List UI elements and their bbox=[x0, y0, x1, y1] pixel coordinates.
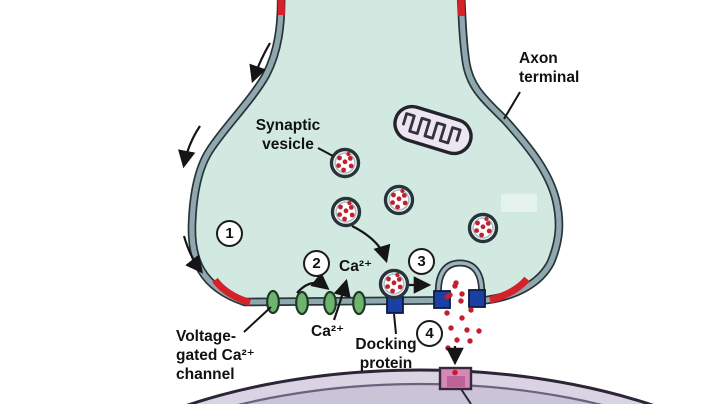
synaptic-vesicle-icon bbox=[330, 196, 362, 228]
ca-channel-row bbox=[266, 289, 366, 316]
action-potential-arrow-icon bbox=[182, 235, 204, 274]
docking-protein-icon bbox=[386, 296, 404, 314]
voltage-gated-channel-label: Voltage- gated Ca²⁺ channel bbox=[176, 328, 255, 383]
docking-protein-icon bbox=[468, 289, 486, 308]
arrows bbox=[178, 42, 464, 366]
ca-channel-icon bbox=[295, 290, 309, 316]
mitochondrion-icon bbox=[393, 104, 473, 156]
label-pointers bbox=[243, 91, 521, 335]
axon-terminal-label: Axon terminal bbox=[519, 50, 580, 86]
step-1-badge: 1 bbox=[216, 220, 243, 247]
docking-protein-pointer bbox=[393, 313, 397, 335]
docking-protein-label: Docking protein bbox=[355, 336, 417, 372]
action-potential-arrow-icon bbox=[249, 42, 271, 84]
ca-label-bottom: Ca²⁺ bbox=[311, 323, 345, 340]
axon-terminal-pointer bbox=[503, 91, 521, 120]
synaptic-vesicle-pointer bbox=[317, 147, 334, 157]
neurotransmitter-dot-icon bbox=[452, 369, 458, 376]
synaptic-vesicle-icon bbox=[329, 147, 361, 179]
action-potential-arrow-icon bbox=[178, 125, 201, 169]
red-segment-shaft-right bbox=[457, 0, 465, 17]
synaptic-vesicle-icon bbox=[383, 184, 415, 216]
voltage-gated-pointer bbox=[243, 306, 272, 333]
ca-channel-icon bbox=[323, 290, 337, 316]
vesicle-docking-arrow-icon bbox=[351, 225, 391, 264]
step-2-badge: 2 bbox=[303, 250, 330, 277]
postsynaptic-membrane bbox=[186, 368, 654, 404]
step-4-badge: 4 bbox=[416, 320, 443, 347]
red-segment-bottom-right bbox=[489, 276, 530, 304]
docked-vesicle-icon bbox=[378, 268, 410, 300]
step-3-badge: 3 bbox=[408, 248, 435, 275]
ca-channel-icon bbox=[352, 290, 366, 316]
channel-open-arrow-icon bbox=[296, 272, 330, 294]
synaptic-vesicle-icon bbox=[467, 212, 499, 244]
ca-label-top: Ca²⁺ bbox=[339, 258, 373, 275]
synaptic-vesicle-label: Synaptic vesicle bbox=[255, 117, 321, 153]
red-segment-bottom-left bbox=[212, 277, 252, 306]
highlight-patch bbox=[501, 194, 537, 212]
red-segment-shaft-left bbox=[277, 0, 285, 16]
ca-influx-arrow-icon bbox=[332, 278, 351, 321]
receptor-icon bbox=[438, 366, 473, 391]
docking-protein-row bbox=[386, 289, 486, 314]
active-zone-red-segments bbox=[212, 0, 530, 306]
